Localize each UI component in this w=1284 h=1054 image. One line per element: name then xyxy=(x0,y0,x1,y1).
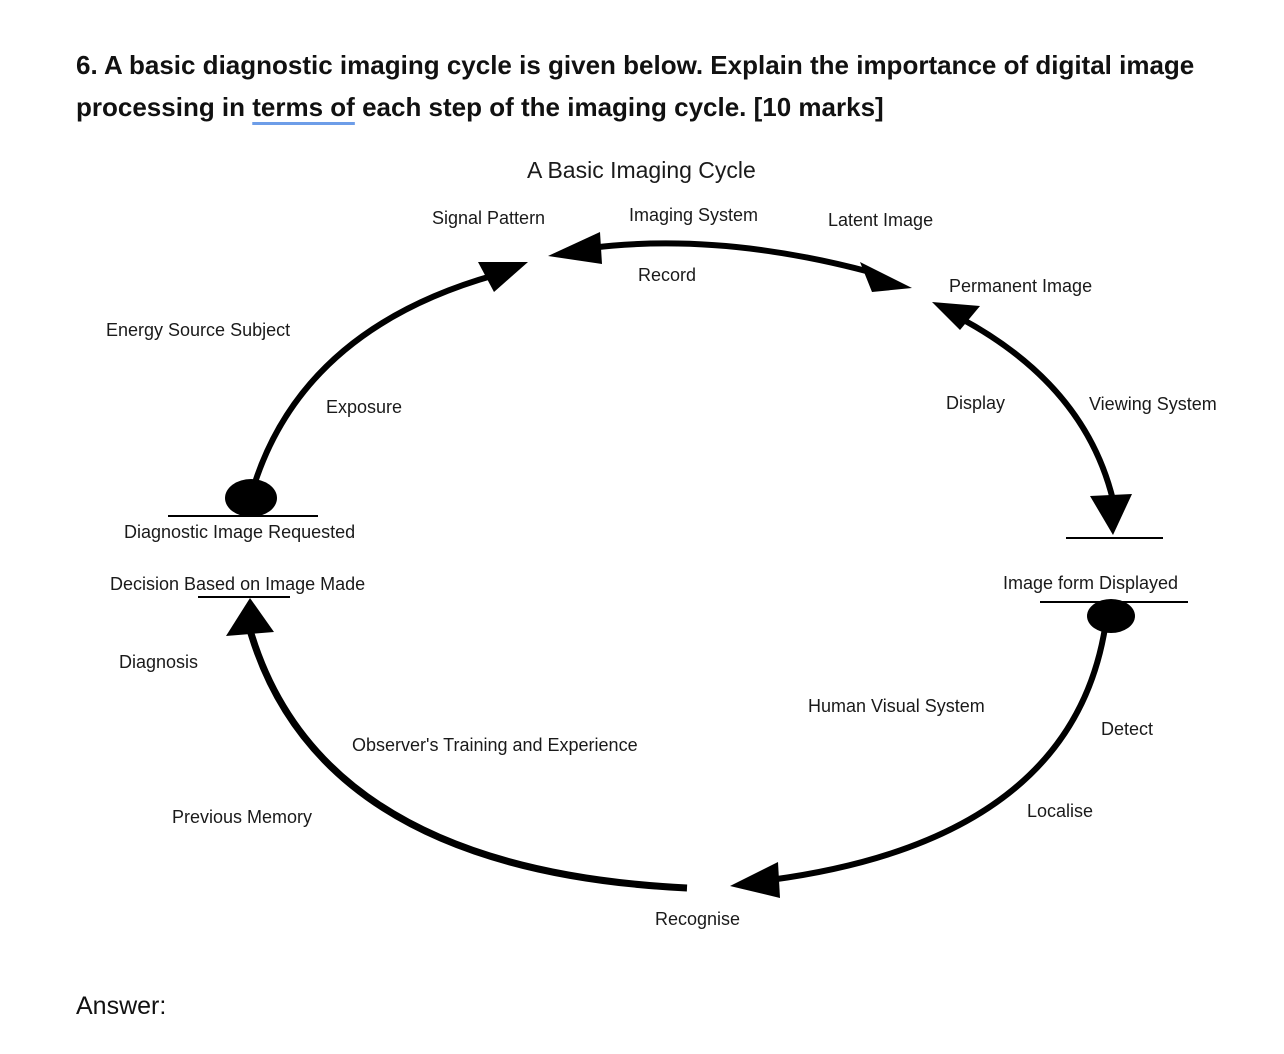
question-end: each step of the imaging cycle. [10 mark… xyxy=(354,92,884,122)
label-previous-memory: Previous Memory xyxy=(172,807,312,827)
label-signal-pattern: Signal Pattern xyxy=(432,208,545,228)
answer-label: Answer: xyxy=(76,992,167,1020)
record-arrowhead-right xyxy=(860,262,912,292)
label-diagnosis: Diagnosis xyxy=(119,652,198,672)
display-arrowhead-bottom xyxy=(1090,494,1132,535)
label-viewing-system: Viewing System xyxy=(1089,394,1217,414)
label-imaging-system: Imaging System xyxy=(629,205,758,225)
label-observers-training: Observer's Training and Experience xyxy=(352,735,638,755)
label-detect: Detect xyxy=(1101,719,1153,739)
label-localise: Localise xyxy=(1027,801,1093,821)
label-image-form-displayed: Image form Displayed xyxy=(1003,573,1178,593)
label-exposure: Exposure xyxy=(326,397,402,417)
previous-memory-arc xyxy=(246,629,688,892)
label-latent-image: Latent Image xyxy=(828,210,933,230)
label-permanent-image: Permanent Image xyxy=(949,276,1092,296)
question-start: 6. A basic diagnostic imaging cycle is g… xyxy=(76,50,1195,122)
record-arc xyxy=(589,240,871,275)
human-visual-arc xyxy=(769,627,1108,883)
record-arrowhead-left xyxy=(548,232,602,264)
label-decision-based-on-image: Decision Based on Image Made xyxy=(110,574,365,594)
exposure-arrowhead xyxy=(478,262,528,292)
question-text: 6. A basic diagnostic imaging cycle is g… xyxy=(76,44,1226,128)
human-visual-arrowhead xyxy=(730,862,780,898)
label-record: Record xyxy=(638,265,696,285)
label-diagnostic-image-requested: Diagnostic Image Requested xyxy=(124,522,355,542)
label-display: Display xyxy=(946,393,1005,413)
label-recognise: Recognise xyxy=(655,909,740,929)
display-arc xyxy=(958,315,1116,501)
diagram-title: A Basic Imaging Cycle xyxy=(527,157,756,183)
exposure-arc xyxy=(249,272,496,493)
question-underlined-phrase: terms of xyxy=(252,92,355,122)
display-arrowhead-top xyxy=(932,302,980,330)
label-human-visual-system: Human Visual System xyxy=(808,696,985,716)
label-energy-source-subject: Energy Source Subject xyxy=(106,320,290,340)
human-visual-start-dot xyxy=(1087,599,1135,633)
previous-memory-arrowhead xyxy=(226,598,274,636)
exposure-start-dot xyxy=(225,479,277,517)
